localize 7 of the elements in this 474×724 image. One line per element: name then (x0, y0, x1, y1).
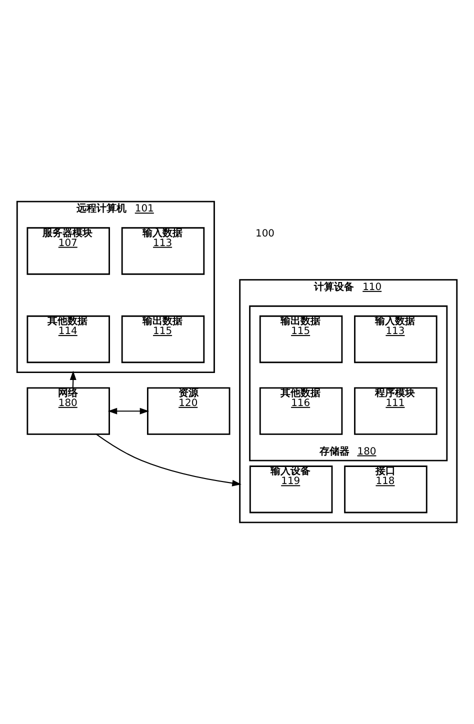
label: 100 (256, 228, 274, 240)
arrow (108, 408, 150, 414)
node-box: 其他数据 114 (26, 315, 110, 364)
node-box: 其他数据 116 (259, 387, 343, 435)
node-box: 输出数据 115 (121, 315, 205, 364)
node-box: 输出数据 115 (259, 315, 343, 364)
arrow (96, 434, 242, 486)
